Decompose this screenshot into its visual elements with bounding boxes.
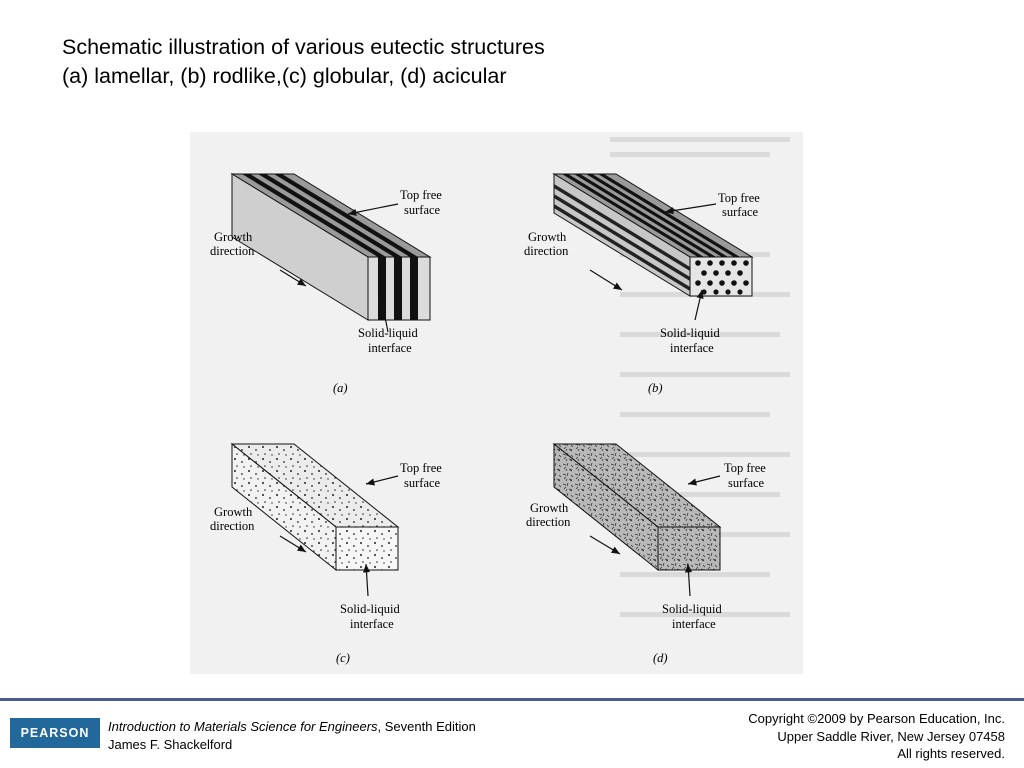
title-line-1: Schematic illustration of various eutect…	[62, 35, 545, 59]
panel-b-caption: (b)	[648, 381, 663, 395]
panel-c-growth-label-1: Growth	[214, 505, 253, 519]
panel-b-rodlike: Top free surface Growth direction Solid-…	[524, 173, 760, 395]
copyright-line-3: All rights reserved.	[897, 746, 1005, 761]
panel-d-acicular: Top free surface Growth direction Solid-…	[526, 442, 766, 665]
panel-c-top-label-1: Top free	[400, 461, 442, 475]
pearson-logo: PEARSON	[10, 718, 100, 748]
slide-title: Schematic illustration of various eutect…	[62, 33, 762, 91]
book-citation: Introduction to Materials Science for En…	[108, 718, 476, 754]
panel-d-interface-label-2: interface	[672, 617, 716, 631]
panel-d-top-label-1: Top free	[724, 461, 766, 475]
copyright-notice: Copyright ©2009 by Pearson Education, In…	[748, 710, 1005, 763]
book-edition: , Seventh Edition	[377, 719, 476, 734]
panel-a-lamellar: Top free surface Growth direction Solid-…	[210, 173, 442, 395]
panel-d-interface-label-1: Solid-liquid	[662, 602, 722, 616]
panel-c-interface-label-1: Solid-liquid	[340, 602, 400, 616]
eutectic-structures-figure: Top free surface Growth direction Solid-…	[190, 132, 803, 674]
panel-b-growth-label-2: direction	[524, 244, 569, 258]
panel-c-top-label-2: surface	[404, 476, 441, 490]
book-author: James F. Shackelford	[108, 737, 233, 752]
panel-b-top-label-1: Top free	[718, 191, 760, 205]
panel-c-growth-label-2: direction	[210, 519, 255, 533]
book-title: Introduction to Materials Science for En…	[108, 719, 378, 734]
footer-divider	[0, 698, 1024, 701]
panel-a-growth-label-1: Growth	[214, 230, 253, 244]
panel-a-top-label-2: surface	[404, 203, 441, 217]
panel-b-top-label-2: surface	[722, 205, 759, 219]
title-line-2: (a) lamellar, (b) rodlike,(c) globular, …	[62, 64, 507, 88]
copyright-line-2: Upper Saddle River, New Jersey 07458	[777, 728, 1005, 744]
panel-a-interface-label-1: Solid-liquid	[358, 326, 418, 340]
copyright-line-1: Copyright ©2009 by Pearson Education, In…	[748, 711, 1005, 726]
panel-c-interface-label-2: interface	[350, 617, 394, 631]
panel-a-caption: (a)	[333, 381, 348, 395]
panel-d-growth-label-2: direction	[526, 515, 571, 529]
panel-a-interface-label-2: interface	[368, 341, 412, 355]
panel-c-globular: Top free surface Growth direction Solid-…	[210, 442, 442, 665]
panel-c-caption: (c)	[336, 651, 350, 665]
panel-a-growth-label-2: direction	[210, 244, 255, 258]
panel-d-growth-label-1: Growth	[530, 501, 569, 515]
panel-d-top-label-2: surface	[728, 476, 765, 490]
panel-b-growth-label-1: Growth	[528, 230, 567, 244]
panel-b-interface-label-2: interface	[670, 341, 714, 355]
panel-b-interface-label-1: Solid-liquid	[660, 326, 720, 340]
panel-d-caption: (d)	[653, 651, 668, 665]
panel-a-top-label-1: Top free	[400, 188, 442, 202]
